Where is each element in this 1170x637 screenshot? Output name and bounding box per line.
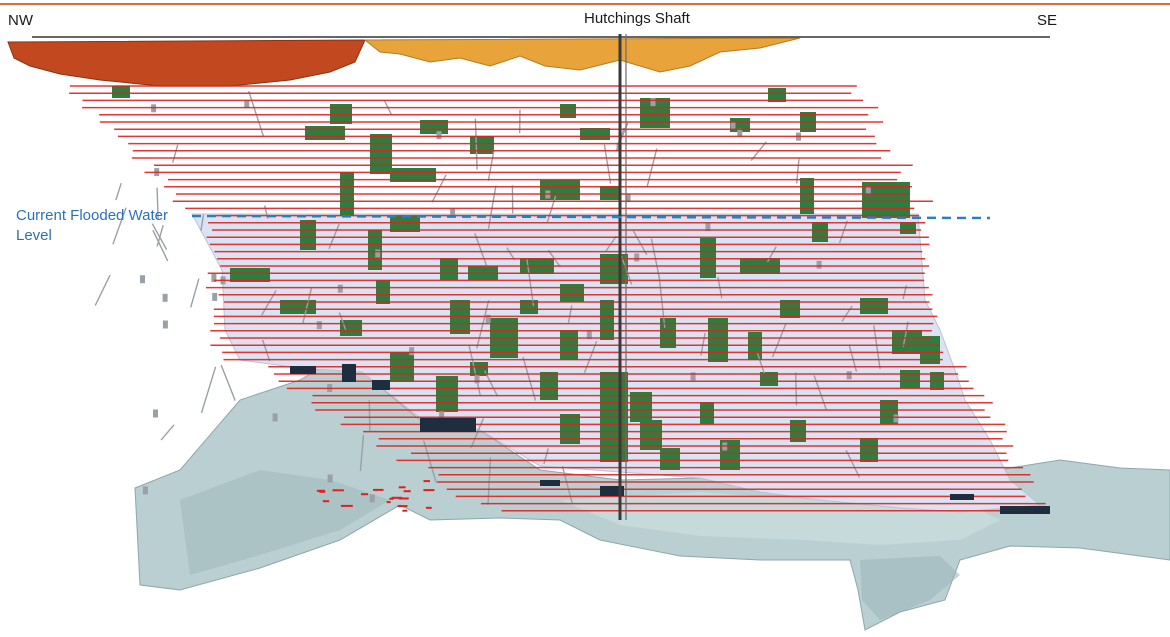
stope-block bbox=[560, 284, 584, 302]
drive-block bbox=[375, 250, 380, 258]
shaft-label: Hutchings Shaft bbox=[584, 10, 690, 28]
drive-block bbox=[370, 494, 375, 502]
stope-block bbox=[370, 134, 392, 174]
stope-block bbox=[376, 280, 390, 304]
drive-block bbox=[212, 293, 217, 301]
dark-block bbox=[420, 418, 476, 432]
rock-fragment bbox=[423, 489, 434, 491]
drive-line bbox=[116, 183, 121, 200]
stope-block bbox=[305, 126, 345, 140]
drive-block bbox=[317, 321, 322, 329]
dark-block bbox=[372, 380, 390, 390]
dark-block bbox=[1000, 506, 1050, 514]
drive-line bbox=[191, 279, 199, 308]
drive-block bbox=[163, 321, 168, 329]
rock-fragment bbox=[323, 500, 329, 502]
stope-block bbox=[900, 222, 916, 234]
drive-block bbox=[894, 415, 899, 423]
stope-block bbox=[300, 220, 316, 250]
stope-block bbox=[708, 318, 728, 362]
drive-block bbox=[817, 261, 822, 269]
drive-line bbox=[647, 149, 657, 188]
upper-orebody-gold bbox=[365, 38, 800, 72]
rock-fragment bbox=[404, 490, 411, 492]
drive-line bbox=[369, 400, 370, 430]
drive-block bbox=[163, 294, 168, 302]
rock-fragment bbox=[387, 501, 391, 503]
stope-block bbox=[900, 370, 920, 388]
drive-block bbox=[651, 98, 656, 106]
rock-fragment bbox=[402, 510, 407, 512]
stope-block bbox=[700, 402, 714, 424]
drive-block bbox=[328, 475, 333, 483]
drive-line bbox=[173, 145, 178, 163]
water-level-label: Current Flooded Water Level bbox=[16, 206, 196, 246]
stope-block bbox=[660, 318, 676, 348]
drive-block bbox=[634, 254, 639, 262]
stope-block bbox=[440, 258, 458, 280]
se-direction-label: SE bbox=[1037, 12, 1057, 30]
stope-block bbox=[660, 448, 680, 470]
stope-block bbox=[860, 298, 888, 314]
rock-fragment bbox=[424, 480, 431, 482]
rock-fragment bbox=[361, 493, 368, 495]
rock-fragment bbox=[333, 489, 344, 491]
dark-block bbox=[290, 366, 316, 374]
drive-line bbox=[221, 365, 235, 401]
water-level-label-line1: Current Flooded Water bbox=[16, 206, 196, 226]
water-level-label-line2: Level bbox=[16, 226, 196, 246]
drive-block bbox=[437, 131, 442, 139]
stope-block bbox=[860, 438, 878, 462]
rock-fragment bbox=[389, 498, 393, 500]
drive-line bbox=[202, 367, 216, 413]
stope-block bbox=[748, 332, 762, 360]
upper-orebody-red bbox=[8, 40, 365, 86]
stope-block bbox=[600, 300, 614, 340]
dark-block bbox=[342, 364, 356, 382]
drive-block bbox=[409, 347, 414, 355]
rock-fragment bbox=[426, 507, 432, 509]
dark-block bbox=[540, 480, 560, 486]
drive-line bbox=[161, 425, 174, 440]
stope-block bbox=[112, 86, 130, 98]
rock-fragment bbox=[399, 486, 406, 488]
rock-fragment bbox=[319, 491, 325, 493]
rock-fragment bbox=[398, 505, 408, 507]
drive-block bbox=[143, 486, 148, 494]
drive-block bbox=[338, 285, 343, 293]
stope-block bbox=[560, 104, 576, 118]
drive-block bbox=[153, 410, 158, 418]
drive-block bbox=[475, 375, 480, 383]
drive-block bbox=[847, 371, 852, 379]
stope-block bbox=[600, 186, 620, 200]
stope-block bbox=[892, 330, 922, 354]
rock-fragment bbox=[373, 489, 383, 491]
stope-block bbox=[812, 222, 828, 242]
drive-line bbox=[95, 275, 110, 305]
rock-fragment bbox=[341, 505, 353, 507]
drive-block bbox=[140, 275, 145, 283]
drive-block bbox=[273, 413, 278, 421]
dark-block bbox=[950, 494, 974, 500]
nw-direction-label: NW bbox=[8, 12, 33, 30]
